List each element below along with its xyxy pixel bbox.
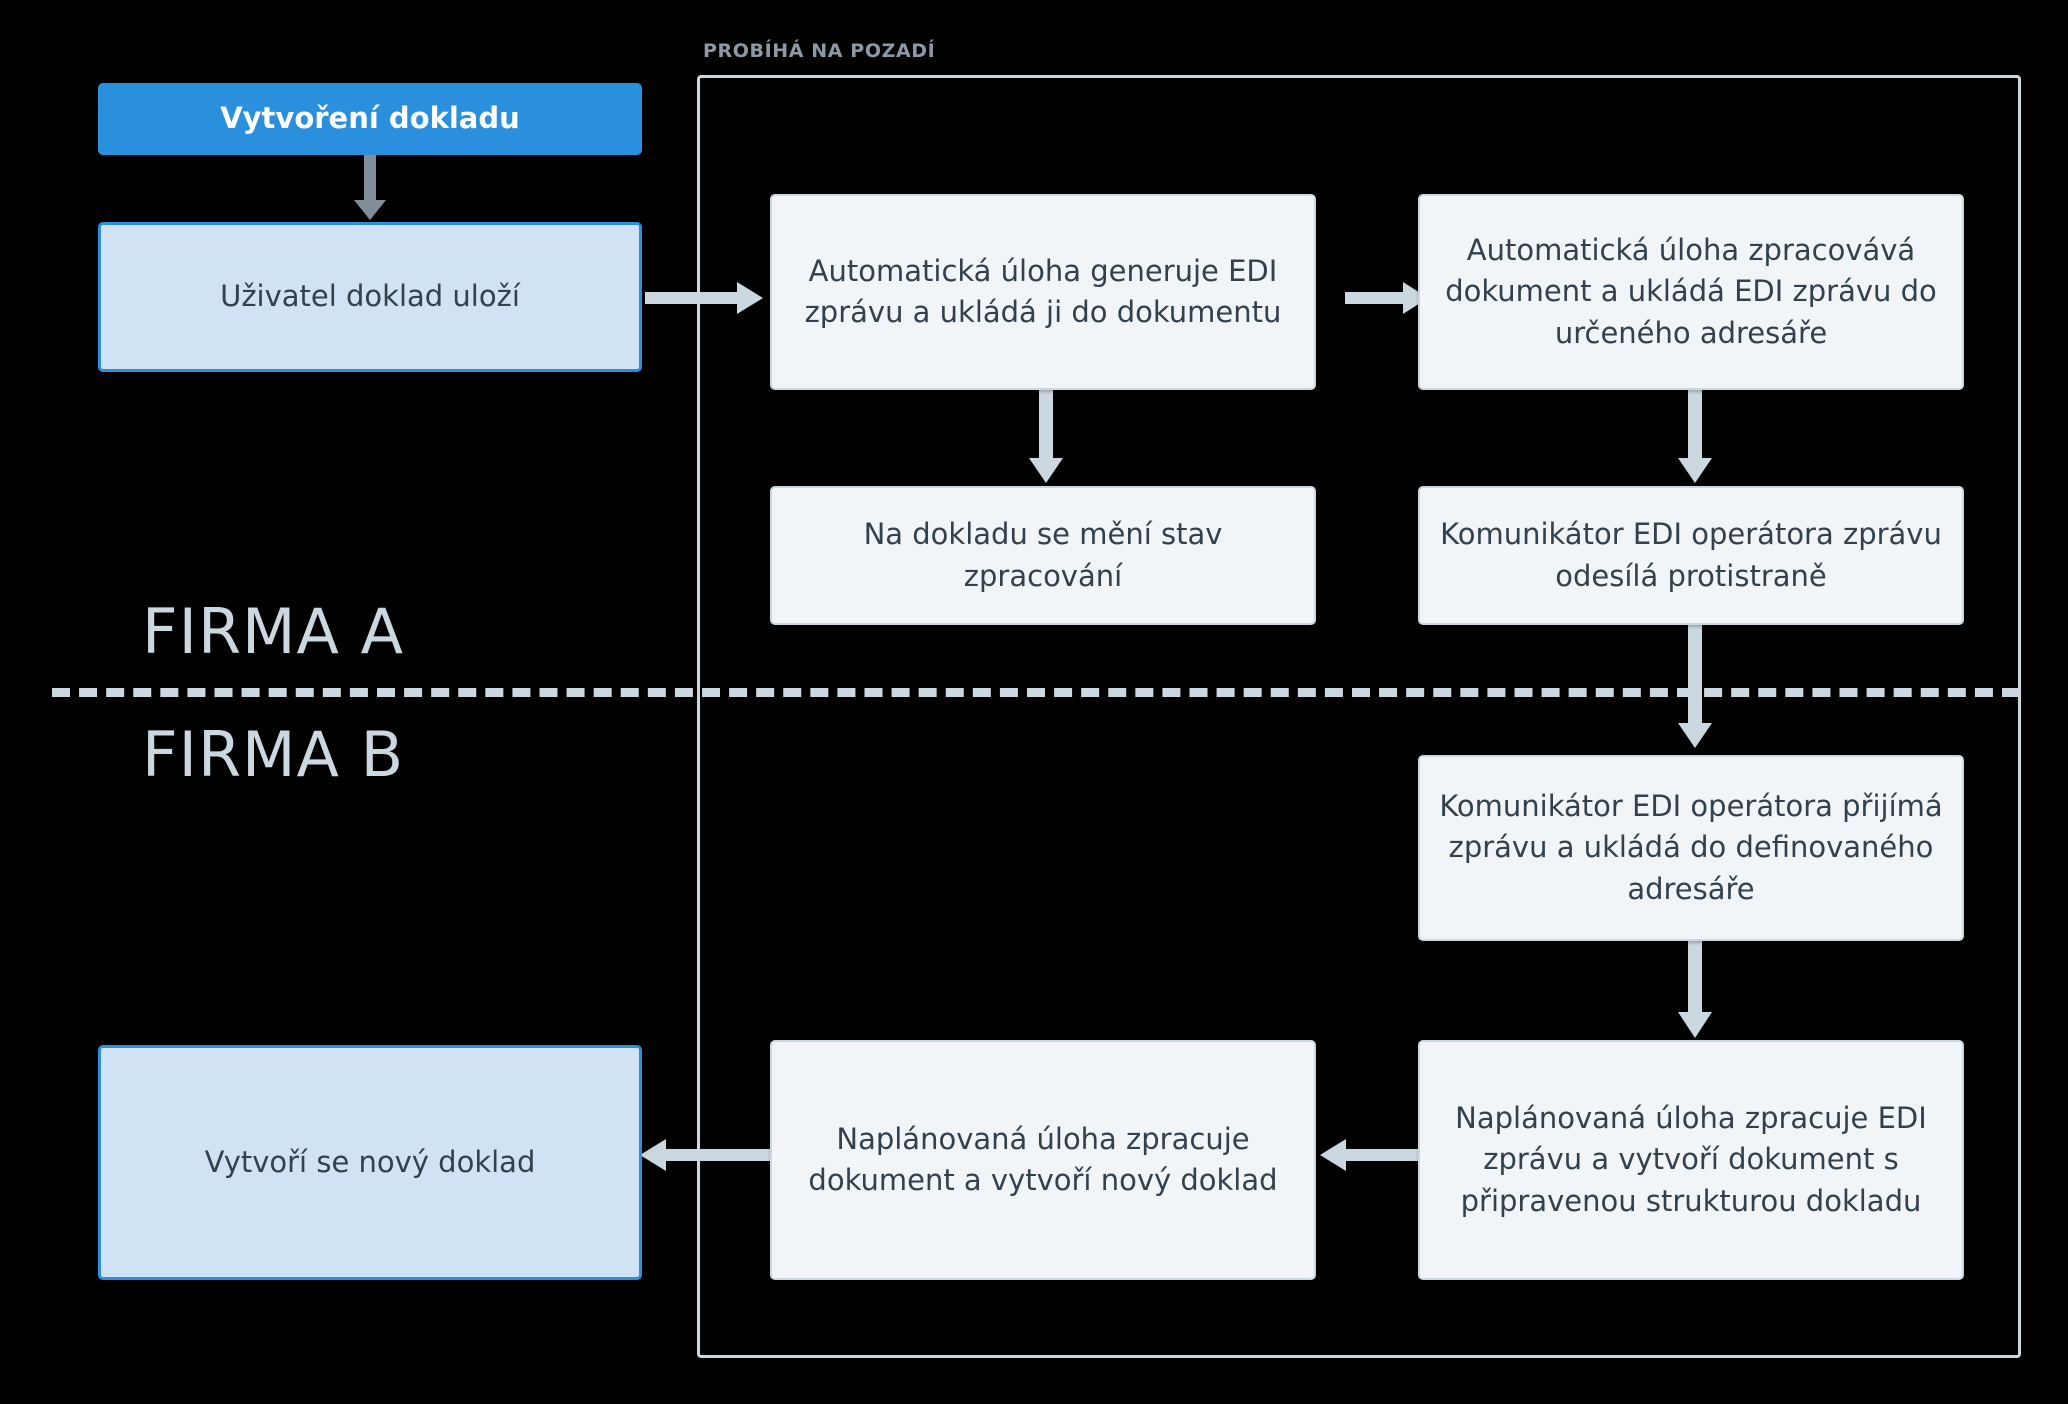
node-scheduled-create-doc[interactable]: Naplánovaná úloha zpracuje EDI zprávu a … [1418, 1040, 1964, 1280]
node-doc-state-label: Na dokladu se mění stav zpracování [863, 517, 1223, 593]
arrow-user-save-to-auto-generate [645, 278, 765, 318]
swimlane-divider [52, 688, 2020, 697]
background-process-container [697, 75, 2021, 1358]
node-header-label: Vytvoření dokladu [220, 101, 520, 136]
lane-label-firma-a: FIRMA A [142, 595, 405, 668]
arrow-edi-receive-to-scheduled-create-doc [1675, 940, 1715, 1040]
node-scheduled-create-record[interactable]: Naplánovaná úloha zpracuje dokument a vy… [770, 1040, 1316, 1280]
node-auto-process-label: Automatická úloha zpracovává dokument a … [1445, 233, 1937, 350]
node-header-vytvoreni-dokladu[interactable]: Vytvoření dokladu [98, 83, 642, 155]
node-user-save-label: Uživatel doklad uloží [220, 279, 520, 314]
node-edi-send[interactable]: Komunikátor EDI operátora zprávu odesílá… [1418, 486, 1964, 625]
lane-label-firma-b: FIRMA B [142, 718, 405, 791]
node-auto-generate-label: Automatická úloha generuje EDI zprávu a … [804, 253, 1282, 329]
node-user-save[interactable]: Uživatel doklad uloží [98, 222, 642, 372]
node-edi-receive[interactable]: Komunikátor EDI operátora přijímá zprávu… [1418, 755, 1964, 941]
node-doc-state[interactable]: Na dokladu se mění stav zpracování [770, 486, 1316, 625]
node-scheduled-create-record-label: Naplánovaná úloha zpracuje dokument a vy… [808, 1121, 1278, 1197]
node-edi-send-label: Komunikátor EDI operátora zprávu odesílá… [1440, 517, 1942, 593]
node-auto-process[interactable]: Automatická úloha zpracovává dokument a … [1418, 194, 1964, 390]
node-edi-receive-label: Komunikátor EDI operátora přijímá zprávu… [1439, 789, 1943, 906]
arrow-scheduled-record-to-new-record [640, 1135, 770, 1175]
arrow-auto-generate-to-auto-process [1345, 278, 1430, 318]
arrow-scheduled-doc-to-scheduled-record [1320, 1135, 1430, 1175]
background-process-label: PROBÍHÁ NA POZADÍ [697, 40, 942, 62]
node-new-record-label: Vytvoří se nový doklad [204, 1144, 536, 1179]
arrow-header-to-user-save [350, 152, 390, 222]
node-auto-generate[interactable]: Automatická úloha generuje EDI zprávu a … [770, 194, 1316, 390]
node-scheduled-create-doc-label: Naplánovaná úloha zpracuje EDI zprávu a … [1455, 1101, 1927, 1218]
node-new-record[interactable]: Vytvoří se nový doklad [98, 1045, 642, 1280]
arrow-edi-send-to-edi-receive [1675, 520, 1715, 750]
